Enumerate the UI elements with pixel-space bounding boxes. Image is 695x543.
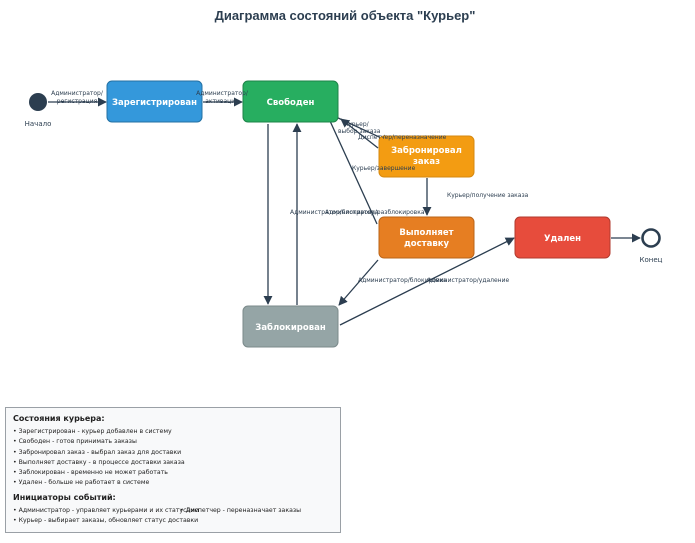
legend-state-item: • Выполняет доставку - в процессе достав… bbox=[13, 458, 185, 466]
legend-initiator-courier: • Курьер - выбирает заказы, обновляет ст… bbox=[13, 516, 199, 524]
label-free-booked-2: выбор заказа bbox=[338, 128, 381, 135]
state-blocked: Заблокирован bbox=[242, 305, 339, 348]
legend-state-item: • Заблокирован - временно не может работ… bbox=[13, 469, 168, 477]
label-start-reg-2: регистрация bbox=[57, 98, 98, 105]
state-delivering: Выполняет доставку bbox=[378, 216, 475, 259]
state-free: Свободен bbox=[242, 80, 339, 123]
arrow-blocked-deleted bbox=[339, 237, 515, 326]
state-registered-label: Зарегистрирован bbox=[112, 98, 197, 108]
state-deleted: Удален bbox=[514, 216, 611, 259]
label-admin-unblock: Администратор/разблокировка bbox=[325, 209, 425, 216]
legend-initiator-dispatcher: • Диспетчер - переназначает заказы bbox=[180, 506, 302, 514]
label-admin-block: Администратор/блокировка bbox=[290, 209, 379, 216]
legend-states-title: Состояния курьера: bbox=[13, 414, 105, 423]
legend-state-item: • Удален - больше не работает в системе bbox=[13, 479, 150, 487]
state-booked: Забронировал заказ bbox=[378, 135, 475, 178]
diagram-title: Диаграмма состояний объекта "Курьер" bbox=[215, 8, 476, 23]
legend-state-item: • Свободен - готов принимать заказы bbox=[13, 438, 137, 446]
transitions bbox=[48, 97, 641, 326]
label-blocked-delete: Администратор/удаление bbox=[427, 277, 510, 284]
legend-initiator-admin: • Администратор - управляет курьерами и … bbox=[13, 506, 199, 514]
state-registered: Зарегистрирован bbox=[106, 80, 203, 123]
label-free-booked-1: Курьер/ bbox=[344, 121, 370, 128]
state-delivering-label-1: Выполняет bbox=[399, 228, 453, 238]
label-courier-pickup: Курьер/получение заказа bbox=[447, 192, 529, 199]
start-label: Начало bbox=[25, 120, 52, 128]
label-dispatcher-reassign: Диспетчер/переназначение bbox=[358, 134, 447, 141]
transition-labels: Администратор/ регистрация Администратор… bbox=[51, 90, 529, 284]
label-courier-complete: Курьер/завершение bbox=[352, 165, 416, 172]
state-blocked-label: Заблокирован bbox=[255, 322, 326, 333]
state-deleted-label: Удален bbox=[544, 234, 581, 244]
arrow-booked-free bbox=[340, 118, 379, 149]
state-free-label: Свободен bbox=[267, 97, 315, 108]
label-reg-free-2: активация bbox=[205, 98, 239, 105]
label-delivering-block: Администратор/блокировка bbox=[358, 277, 447, 284]
state-booked-label-1: Забронировал bbox=[391, 145, 462, 156]
state-delivering-label-2: доставку bbox=[404, 239, 450, 249]
legend-state-item: • Забронировал заказ - выбрал заказ для … bbox=[13, 448, 182, 456]
state-booked-label-2: заказ bbox=[413, 157, 440, 167]
legend-initiator-row: • Администратор - управляет курьерами и … bbox=[13, 506, 333, 516]
legend-panel: Состояния курьера: • Зарегистрирован - к… bbox=[5, 407, 341, 533]
start-node bbox=[29, 93, 47, 111]
arrow-delivering-free bbox=[324, 109, 378, 225]
end-label: Конец bbox=[640, 256, 663, 264]
end-node bbox=[641, 228, 661, 248]
label-start-reg-1: Администратор/ bbox=[51, 90, 104, 97]
label-reg-free-1: Администратор/ bbox=[196, 90, 249, 97]
arrow-delivering-blocked bbox=[338, 259, 379, 306]
legend-initiators-title: Инициаторы событий: bbox=[13, 492, 116, 502]
legend-state-item: • Зарегистрирован - курьер добавлен в си… bbox=[13, 428, 172, 435]
